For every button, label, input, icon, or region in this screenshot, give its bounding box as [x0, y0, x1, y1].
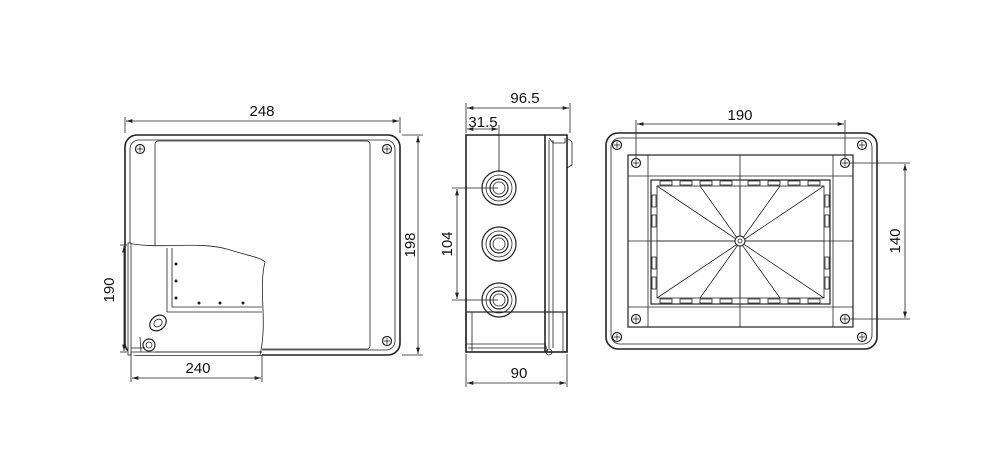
cable-gland-icon — [481, 226, 517, 262]
front-inner-height-label: 190 — [101, 277, 118, 302]
center-boss-icon — [734, 235, 746, 247]
mounting-hole-icon — [839, 313, 851, 325]
cutaway-break-line — [259, 261, 266, 356]
side-lid-outline — [545, 134, 568, 353]
front-height-label: 198 — [402, 232, 419, 257]
mounting-hole-icon — [630, 313, 642, 325]
side-view: 96.5 31.5 104 90 — [439, 90, 573, 387]
mounting-hole-icon — [630, 157, 642, 169]
corner-screw-icon — [381, 143, 393, 155]
fixing-dots — [174, 262, 245, 305]
corner-screw-icon — [381, 335, 393, 347]
side-offset-label: 31.5 — [468, 114, 497, 131]
corner-screw-icon — [856, 139, 868, 151]
front-width-label: 248 — [249, 103, 274, 120]
front-view: 248 198 190 240 — [101, 103, 423, 382]
mounting-hole-icon — [839, 157, 851, 169]
corner-screw-icon — [134, 143, 146, 155]
corner-screw-icon — [856, 331, 868, 343]
back-inner-outline — [610, 137, 873, 345]
cable-entry-icon — [149, 314, 167, 332]
back-mount-width-label: 190 — [727, 107, 752, 124]
corner-screw-icon — [611, 331, 623, 343]
corner-screw-icon — [611, 139, 623, 151]
side-hole-pitch-label: 104 — [439, 231, 456, 256]
earth-screw-icon — [142, 338, 156, 352]
back-mount-height-label: 140 — [887, 228, 904, 253]
back-view: 190 140 — [605, 107, 910, 350]
front-inner-width-label: 240 — [185, 360, 210, 377]
side-base-flange — [465, 311, 568, 353]
inner-wall-line — [171, 248, 262, 308]
front-lid-panel — [154, 140, 371, 350]
side-body-outline — [465, 134, 546, 353]
side-depth-label: 96.5 — [510, 90, 539, 107]
cutaway-break-line — [127, 242, 266, 263]
side-base-depth-label: 90 — [511, 365, 528, 382]
back-outer-outline — [605, 132, 878, 350]
inner-wall-line — [166, 248, 262, 313]
plate-slots — [651, 180, 830, 304]
